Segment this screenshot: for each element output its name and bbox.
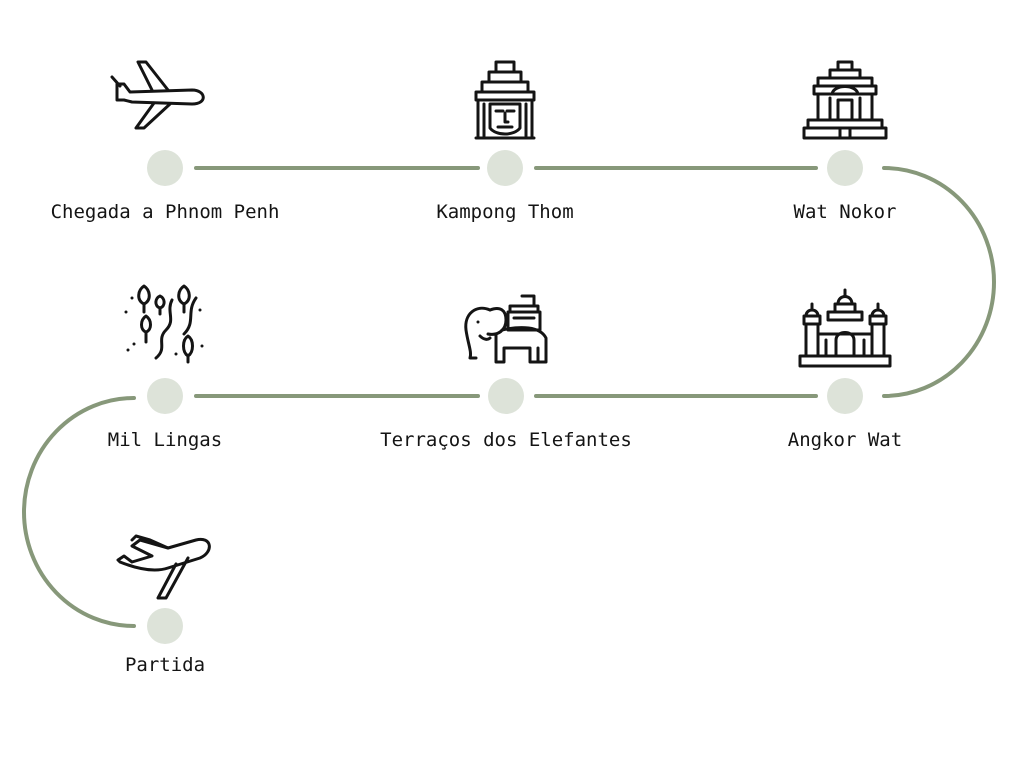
stop-label-1: Chegada a Phnom Penh [51, 201, 280, 223]
stop-dot-1[interactable] [147, 150, 183, 186]
stop-dot-7[interactable] [147, 608, 183, 644]
route-path [22, 166, 996, 628]
route-curve-left [22, 396, 136, 628]
stop-dot-2[interactable] [487, 150, 523, 186]
stop-dot-4[interactable] [827, 378, 863, 414]
stop-label-6: Mil Lingas [108, 429, 222, 451]
stop-label-3: Wat Nokor [794, 201, 897, 223]
stop-dot-5[interactable] [488, 378, 524, 414]
stop-dot-6[interactable] [147, 378, 183, 414]
stop-label-5: Terraços dos Elefantes [380, 429, 632, 451]
stop-label-2: Kampong Thom [436, 201, 573, 223]
stop-dot-3[interactable] [827, 150, 863, 186]
airplane-arrival-icon [110, 60, 205, 130]
stop-dots [147, 150, 863, 644]
river-forest-icon [124, 284, 204, 364]
elephant-icon [464, 294, 548, 364]
stop-label-7: Partida [125, 654, 205, 676]
stop-label-4: Angkor Wat [788, 429, 902, 451]
airplane-departure-icon [116, 534, 211, 600]
stone-face-temple-icon [474, 60, 536, 140]
angkor-wat-towers-icon [798, 288, 892, 368]
pagoda-temple-icon [802, 60, 888, 140]
route-curve-right [882, 166, 996, 398]
